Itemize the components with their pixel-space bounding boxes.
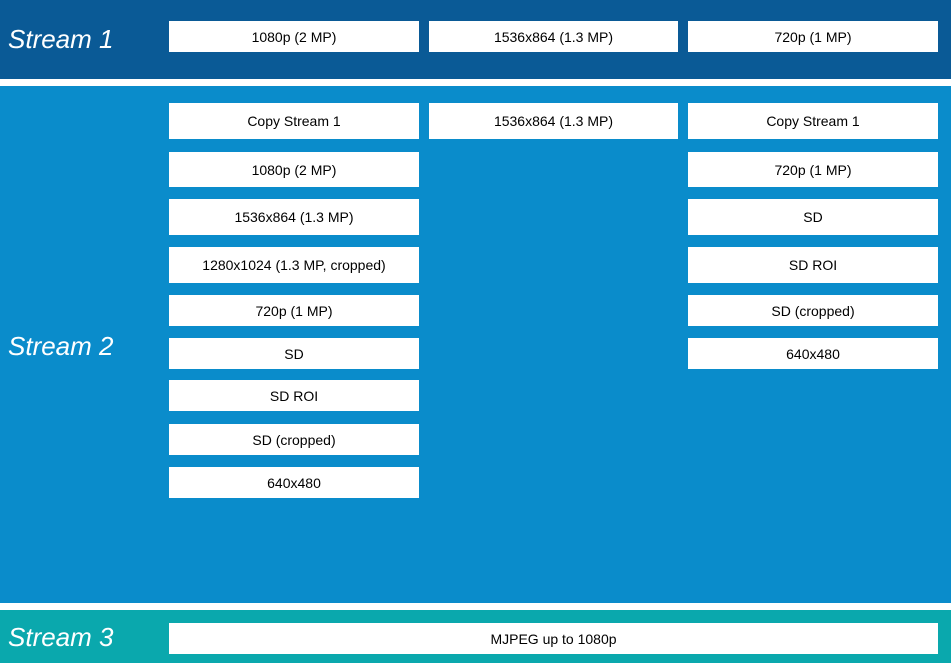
stream-2-col-c-sd-roi: SD ROI [688,247,938,283]
stream-3-option-mjpeg: MJPEG up to 1080p [169,623,938,654]
stream-2-col-a-1536x864: 1536x864 (1.3 MP) [169,199,419,235]
stream-2-col-a-720p: 720p (1 MP) [169,295,419,326]
stream-1-option-1080p: 1080p (2 MP) [169,21,419,52]
stream-1-option-720p: 720p (1 MP) [688,21,938,52]
stream-1-option-1536x864: 1536x864 (1.3 MP) [429,21,678,52]
stream-1-label: Stream 1 [8,24,114,54]
stream-3-label: Stream 3 [8,622,114,652]
stream-2-col-c-copy-stream-1: Copy Stream 1 [688,103,938,139]
stream-2-label: Stream 2 [8,331,114,361]
stream-2-col-c-sd: SD [688,199,938,235]
stream-3-band: Stream 3 MJPEG up to 1080p [0,610,951,663]
stream-2-col-b-1536x864: 1536x864 (1.3 MP) [429,103,678,139]
stream-2-col-c-640x480: 640x480 [688,338,938,369]
stream-2-col-a-1080p: 1080p (2 MP) [169,152,419,187]
stream-2-col-c-720p: 720p (1 MP) [688,152,938,187]
stream-2-col-a-1280x1024: 1280x1024 (1.3 MP, cropped) [169,247,419,283]
stream-2-col-a-copy-stream-1: Copy Stream 1 [169,103,419,139]
stream-2-col-a-sd-roi: SD ROI [169,380,419,411]
stream-2-col-a-sd: SD [169,338,419,369]
stream-2-band: Stream 2 Copy Stream 1 1080p (2 MP) 1536… [0,86,951,603]
stream-2-col-c-sd-cropped: SD (cropped) [688,295,938,326]
stream-2-col-a-640x480: 640x480 [169,467,419,498]
stream-2-col-a-sd-cropped: SD (cropped) [169,424,419,455]
stream-1-band: Stream 1 1080p (2 MP) 1536x864 (1.3 MP) … [0,0,951,79]
